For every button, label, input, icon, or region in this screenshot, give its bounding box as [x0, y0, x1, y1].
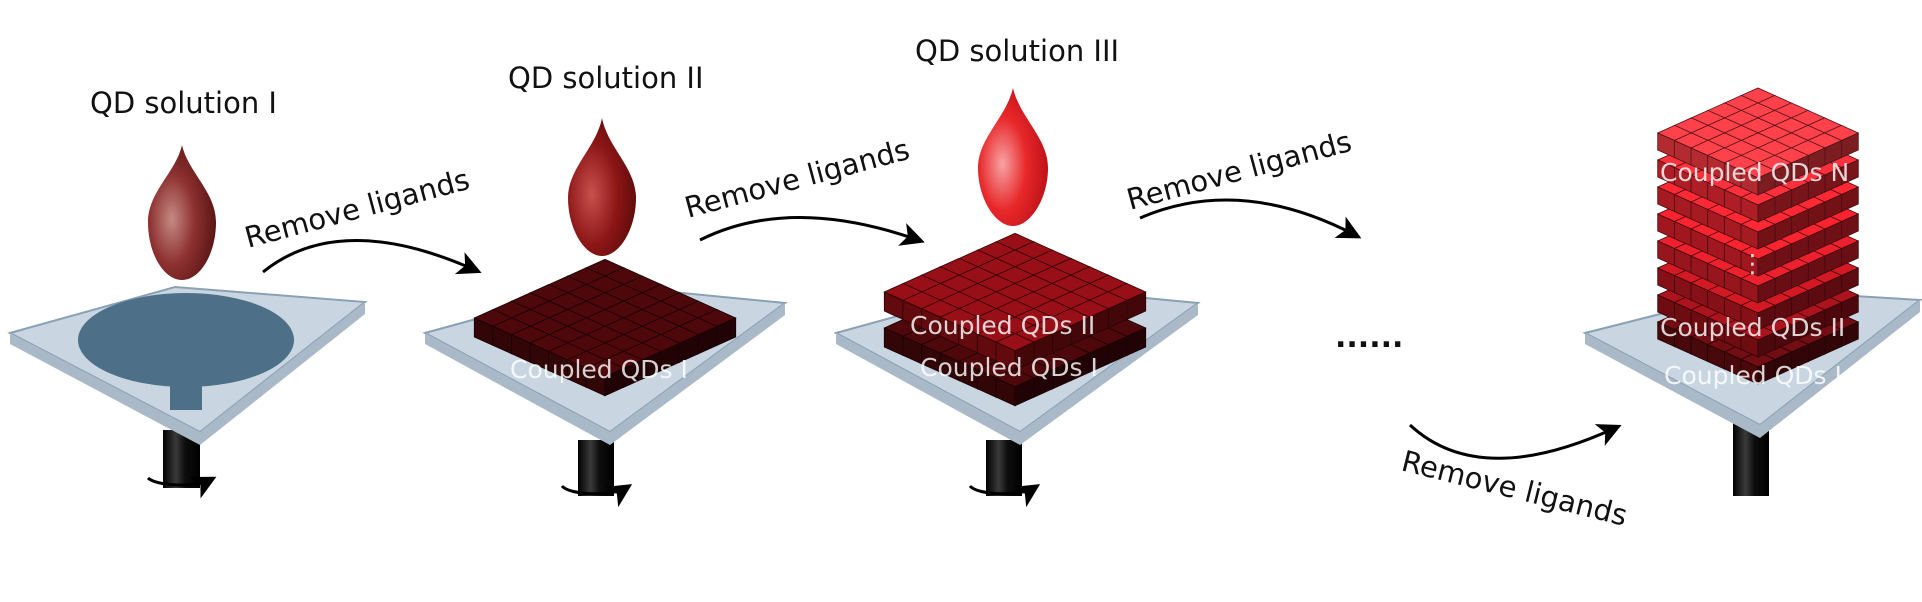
- flow-arrow-1: [262, 239, 482, 275]
- rotation-arrow-1: [146, 476, 217, 499]
- flow-arrow-4: [1408, 423, 1622, 460]
- stage-3: QD solution III Coupled QDs II Coupled Q…: [833, 34, 1201, 508]
- flow-arrow-2: [699, 216, 925, 246]
- qd-cube: [1740, 162, 1776, 196]
- remove-ligands-label-2: Remove ligands: [681, 132, 913, 225]
- spin-shaft-2: [578, 440, 614, 496]
- rotation-arrow-3: [968, 484, 1041, 508]
- film-label-stage-2: Coupled QDs I: [510, 355, 688, 384]
- glass-plate-1-edge: [10, 302, 365, 445]
- stage-final: Coupled QDs N ⋮ Coupled QDs II Coupled Q…: [1582, 87, 1922, 496]
- substrate-disc: [78, 293, 294, 387]
- flow-arrow-3: [1139, 198, 1362, 239]
- glass-plate-2-edge: [425, 303, 785, 445]
- drop-2: [568, 118, 636, 256]
- qd-cube: [1740, 243, 1776, 277]
- qd-cube: [1740, 351, 1776, 385]
- film-label-final-i: Coupled QDs I: [1664, 361, 1842, 390]
- film-label-final-n: Coupled QDs N: [1660, 158, 1849, 187]
- drop-1: [148, 145, 216, 280]
- qd-cube: [995, 333, 1035, 371]
- substrate-disc-stem: [170, 365, 202, 410]
- drop-3: [978, 88, 1048, 226]
- glass-plate-final-edge: [1585, 300, 1920, 438]
- qd-cube-layers-stage-3: [883, 232, 1147, 407]
- stage-1: QD solution I: [7, 86, 368, 499]
- qd-cube: [1740, 324, 1776, 358]
- qd-cube-layer-stage-2: [473, 258, 737, 397]
- qd-cube: [1740, 270, 1776, 304]
- film-label-stage-3-upper: Coupled QDs II: [910, 311, 1095, 340]
- solution-label-3: QD solution III: [915, 34, 1119, 68]
- spin-shaft-3: [986, 440, 1022, 496]
- glass-plate-3-edge: [836, 303, 1198, 445]
- film-label-final-dots: ⋮: [1740, 249, 1765, 278]
- qd-cube: [585, 359, 625, 397]
- solution-label-1: QD solution I: [90, 86, 277, 120]
- stage-2: QD solution II Coupled QDs I: [422, 61, 788, 508]
- ellipsis: ......: [1335, 320, 1403, 355]
- solution-label-2: QD solution II: [508, 61, 704, 95]
- qd-cube: [1740, 189, 1776, 223]
- film-label-stage-3-lower: Coupled QDs I: [920, 353, 1098, 382]
- film-label-final-ii: Coupled QDs II: [1660, 313, 1845, 342]
- rotation-arrow-2: [560, 484, 633, 508]
- qd-cube: [1740, 297, 1776, 331]
- qd-cube-stack-final: [1656, 87, 1860, 385]
- qd-cube: [995, 369, 1035, 407]
- qd-cube: [1740, 216, 1776, 250]
- remove-ligands-label-3: Remove ligands: [1123, 124, 1355, 217]
